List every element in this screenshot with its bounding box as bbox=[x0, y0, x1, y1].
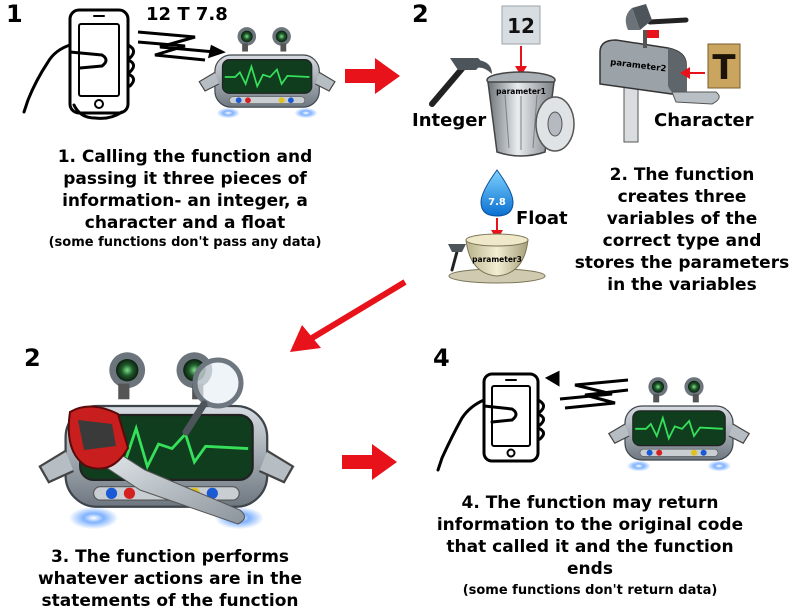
hammer-icon-3 bbox=[448, 244, 466, 272]
robot-icon-1 bbox=[198, 27, 336, 119]
step-number-3: 2 bbox=[24, 344, 41, 372]
char-left-arrowhead bbox=[680, 67, 690, 79]
cup-icon bbox=[448, 233, 546, 284]
character-tile-value: T bbox=[712, 48, 736, 88]
panel3-caption-line: whatever actions are in the bbox=[37, 569, 303, 589]
panel1-note: (some functions don't pass any data) bbox=[48, 235, 322, 250]
panel2-caption-line: in the variables bbox=[607, 275, 757, 295]
signal-zigzag-icon-1 bbox=[137, 30, 226, 62]
panel4-caption-line: 4. The function may return bbox=[461, 493, 719, 513]
panel4-note: (some functions don't return data) bbox=[462, 583, 718, 598]
panel2-caption-line: 2. The function bbox=[609, 165, 755, 185]
step-number-4: 4 bbox=[433, 344, 450, 372]
integer-label: Integer bbox=[412, 110, 487, 131]
float-label: Float bbox=[516, 208, 568, 229]
panel2-caption-line: stores the parameters bbox=[574, 253, 790, 273]
panel4-caption-line: ends bbox=[567, 559, 613, 579]
magnifier-icon bbox=[182, 357, 244, 436]
passed-values-text: 12 T 7.8 bbox=[146, 4, 228, 25]
hammer-icon-1 bbox=[429, 58, 492, 107]
trash-can-icon bbox=[486, 71, 575, 157]
param3-label: parameter3 bbox=[472, 255, 522, 264]
integer-stamp-value: 12 bbox=[507, 14, 535, 38]
arrow-right-2 bbox=[342, 444, 397, 480]
hand-phone-icon-4 bbox=[436, 372, 545, 472]
panel3-caption: 3. The function performs whatever action… bbox=[0, 546, 340, 612]
panel3-caption-line: statements of the function bbox=[41, 591, 299, 611]
panel1-caption: 1. Calling the function and passing it t… bbox=[20, 146, 350, 234]
panel2-caption-line: creates three bbox=[617, 187, 747, 207]
water-drop-icon bbox=[480, 169, 514, 217]
chainsaw-icon bbox=[67, 405, 245, 525]
int-down-arrowhead bbox=[515, 66, 527, 76]
signal-zigzag-icon-2 bbox=[544, 370, 629, 410]
panel2-caption-line: variables of the bbox=[606, 209, 758, 229]
panel3-caption-line: 3. The function performs bbox=[50, 547, 290, 567]
arrow-diagonal bbox=[290, 279, 407, 352]
character-tile-icon bbox=[707, 43, 741, 89]
robot-icon-4 bbox=[607, 377, 751, 472]
step-number-1: 1 bbox=[6, 0, 23, 28]
integer-stamp-icon bbox=[501, 5, 541, 45]
character-label: Character bbox=[654, 110, 754, 131]
panel1-caption-line: information- an integer, a bbox=[62, 191, 308, 211]
param1-label: parameter1 bbox=[496, 87, 546, 96]
panel1-caption-line: 1. Calling the function and bbox=[57, 147, 313, 167]
panel4-caption-line: information to the original code bbox=[436, 515, 744, 535]
hammer-icon-2 bbox=[625, 4, 689, 30]
panel4-caption: 4. The function may return information t… bbox=[410, 492, 770, 580]
arrow-right-1 bbox=[345, 58, 400, 94]
mailbox-icon bbox=[599, 30, 720, 143]
panel2-caption: 2. The function creates three variables … bbox=[566, 164, 798, 296]
panel2-caption-line: correct type and bbox=[602, 231, 762, 251]
panel1-caption-line: passing it three pieces of bbox=[63, 169, 307, 189]
panel4-caption-line: that called it and the function bbox=[446, 537, 734, 557]
hand-phone-icon-1 bbox=[22, 8, 135, 120]
float-drop-value: 7.8 bbox=[488, 197, 506, 208]
step-number-2: 2 bbox=[412, 0, 429, 28]
panel1-caption-line: character and a float bbox=[84, 213, 286, 233]
